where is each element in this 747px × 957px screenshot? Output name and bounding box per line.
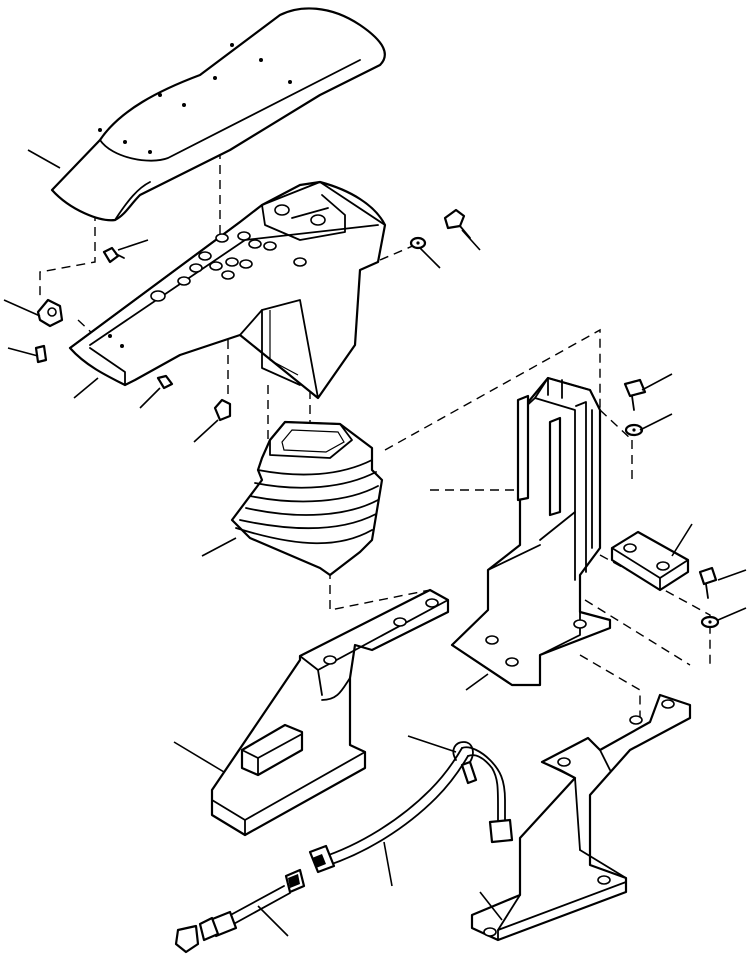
control-console-housing (68, 180, 387, 400)
switch-lead (174, 868, 306, 954)
bolt-right-upper (623, 378, 647, 411)
callout-leader-lines (3, 149, 747, 937)
left-base-bracket (210, 588, 450, 837)
armrest-pad (50, 7, 386, 222)
bolt-right-lower (698, 566, 718, 599)
screw-console-front (156, 374, 174, 390)
mounting-plate (610, 530, 690, 592)
console-switch-holes (150, 204, 326, 302)
washer-right-upper (624, 423, 644, 437)
wiring-harness (308, 741, 514, 874)
assembly-dashed-lines (39, 150, 711, 720)
washer-right-lower (700, 615, 720, 629)
right-base-bracket (470, 693, 692, 942)
screw-upper-left (102, 246, 125, 264)
rubber-boot (230, 420, 384, 577)
clamp (36, 298, 64, 328)
upright-support-bracket (450, 376, 612, 687)
armrest-holes (98, 43, 292, 154)
screw-left-lower (34, 344, 48, 364)
screw-console-bottom (213, 398, 232, 422)
washer-console-right (409, 236, 427, 250)
